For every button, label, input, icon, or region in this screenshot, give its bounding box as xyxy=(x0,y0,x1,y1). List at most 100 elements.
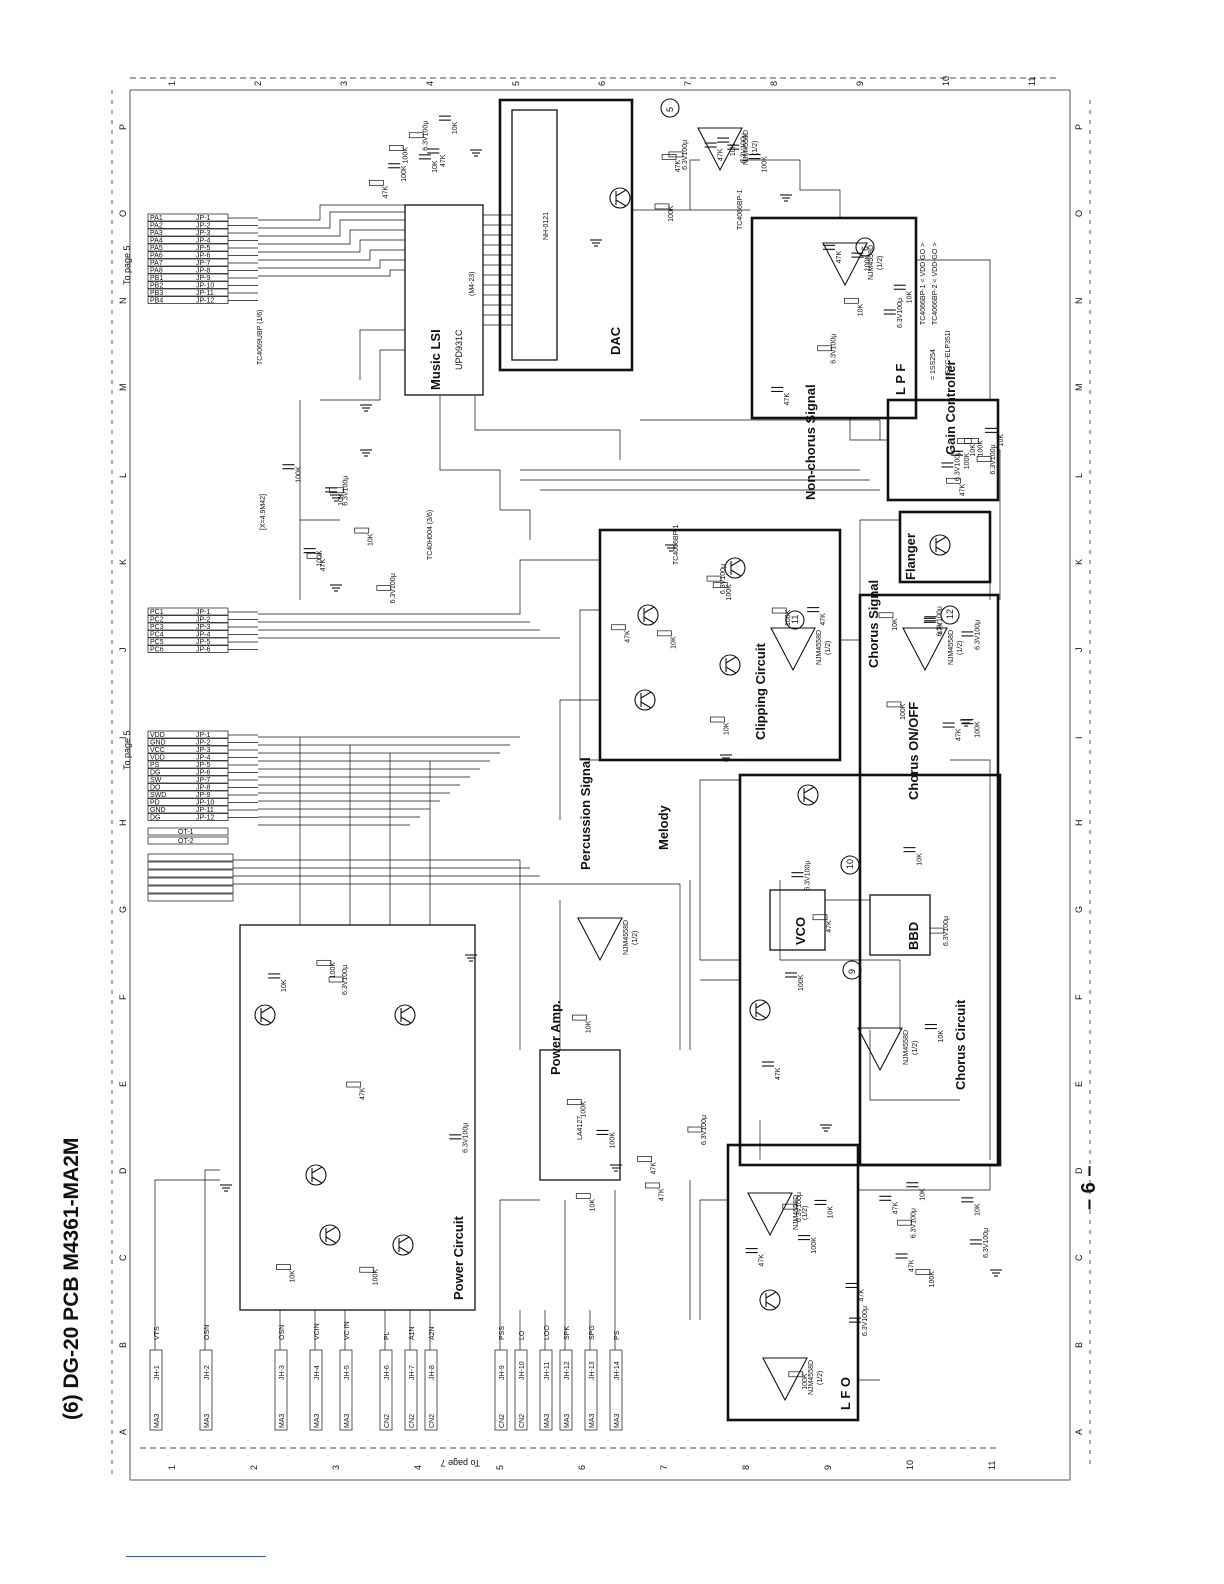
bottom-conn-side: MA3 xyxy=(564,1414,571,1429)
opamp-half: (1/2) xyxy=(877,256,884,270)
bbd-label: BBD xyxy=(906,922,921,950)
top-conn-pin-label: PA6 xyxy=(150,253,163,260)
grid-col-bottom-5: 5 xyxy=(495,1465,505,1470)
top-conn-pin-label: PB2 xyxy=(150,283,163,290)
wire xyxy=(474,395,621,460)
component-value: 47K xyxy=(658,1188,665,1201)
component-value: 47K xyxy=(959,483,966,496)
grid-row-E: E xyxy=(1074,1081,1084,1087)
resistor-symbol xyxy=(812,914,828,921)
chorus-signal-block xyxy=(858,593,1000,1167)
low-conn-pin xyxy=(147,805,229,814)
top-conn-pin xyxy=(147,213,229,222)
component-value: 47K xyxy=(820,613,827,626)
wire xyxy=(439,395,501,510)
component-value: 100K xyxy=(762,156,769,173)
grid-col-bottom-9: 9 xyxy=(823,1465,833,1470)
mid-conn-pin xyxy=(147,630,229,638)
low-conn-pin-name: JP-5 xyxy=(196,762,211,769)
top-conn-pin-name: JP-12 xyxy=(196,298,214,305)
grid-row-C: C xyxy=(1074,1254,1084,1261)
wire xyxy=(849,418,888,441)
component-value: 10K xyxy=(917,853,924,866)
component-value: 10K xyxy=(938,1030,945,1043)
opamp-part: NJM4558D xyxy=(903,1030,910,1065)
opamp-symbol xyxy=(822,242,868,287)
resistor-symbol xyxy=(306,552,322,559)
bottom-conn-name: JH-10 xyxy=(519,1361,526,1380)
fb-note: = EXC-ELP351I xyxy=(945,330,952,380)
wire xyxy=(689,159,700,210)
bottom-conn-side: MA3 xyxy=(589,1414,596,1429)
power-circuit-block xyxy=(239,924,476,1311)
component-value: 100K xyxy=(811,1237,818,1254)
grid-row-A: A xyxy=(1074,1429,1084,1435)
transistor-symbol xyxy=(637,604,659,626)
component-value: 100K xyxy=(330,962,337,979)
bottom-conn-pin xyxy=(309,1349,323,1431)
component-value: 47K xyxy=(784,393,791,406)
resistor-symbol xyxy=(946,477,961,484)
component-value: 100K xyxy=(964,453,971,470)
testpoint-number: 12 xyxy=(945,609,955,619)
grid-row-left-P: P xyxy=(118,124,128,130)
bottom-conn-side: CN2 xyxy=(384,1414,391,1428)
speaker-conn-pin xyxy=(147,893,234,902)
component-value: 100K xyxy=(401,165,408,182)
component-value: 10K xyxy=(670,636,677,649)
wire xyxy=(699,779,740,961)
aux-conn-label: OT-1 xyxy=(178,829,194,836)
grid-col-10: 10 xyxy=(941,76,951,86)
xtal-note: [X=4.9M42] xyxy=(260,494,267,530)
wiring xyxy=(154,159,1001,1381)
resistor-symbol xyxy=(316,959,332,966)
music-lsi: Music LSI UPD931C (M4-23) xyxy=(404,204,484,396)
bottom-conn-pin xyxy=(494,1349,508,1431)
opamp-part: NJM4558D xyxy=(868,245,875,280)
low-conn-pin-label: PS xyxy=(150,762,160,769)
low-conn-pin xyxy=(147,790,229,799)
top-conn-pin-label: PB1 xyxy=(150,275,163,282)
component-value: 10K xyxy=(452,121,459,134)
bottom-conn-side: MA3 xyxy=(614,1414,621,1429)
component-value: 100K xyxy=(580,1101,587,1118)
speaker-conn-pin xyxy=(147,861,234,870)
chorus-circuit-label: Chorus Circuit xyxy=(953,999,968,1090)
grid-row-O: O xyxy=(1074,210,1084,217)
page-title: (6) DG-20 PCB M4361-MA2M xyxy=(60,1137,83,1420)
bottom-conn-pin xyxy=(539,1349,553,1431)
wire xyxy=(258,204,405,221)
to-page-label-upper: To page 5 xyxy=(122,245,132,285)
lsi-ref: (M4-23) xyxy=(469,271,476,296)
resistor-symbol xyxy=(706,575,722,582)
grid-col-3: 3 xyxy=(339,81,349,86)
grid-row-left-D: D xyxy=(118,1167,128,1174)
component-value: 6.3V100μ xyxy=(682,140,689,170)
top-conn-pin xyxy=(147,251,229,259)
component-value: 100K xyxy=(295,466,302,483)
grid-col-bottom-2: 2 xyxy=(249,1465,259,1470)
wire xyxy=(699,1199,728,1320)
top-conn-pin-name: JP-1 xyxy=(196,215,211,222)
low-conn-pin-label: PD xyxy=(150,800,160,807)
grid-col-bottom-3: 3 xyxy=(331,1465,341,1470)
bottom-conn-name: JH-14 xyxy=(614,1361,621,1380)
mid-conn-pin xyxy=(147,615,229,623)
bottom-conn-pin xyxy=(404,1349,418,1431)
grid-col-6: 6 xyxy=(597,81,607,86)
transistor-symbol xyxy=(719,654,741,676)
bottom-conn-pin xyxy=(379,1349,393,1431)
top-conn-pin-name: JP-4 xyxy=(196,238,211,245)
grid-row-left-O: O xyxy=(118,210,128,217)
opamp-part: NJM4558D xyxy=(816,630,823,665)
wire xyxy=(950,759,991,1160)
resistor-symbol xyxy=(929,927,945,934)
component-value: 6.3V100μ xyxy=(990,444,997,474)
to-page-label-lower: To page 5 xyxy=(122,730,132,770)
grid-col-11: 11 xyxy=(1027,77,1037,86)
grid-row-left-B: B xyxy=(118,1342,128,1348)
wire xyxy=(233,859,521,1050)
low-conn-pin xyxy=(147,738,229,746)
opamp-half: (1/2) xyxy=(817,1371,824,1385)
resistor-symbol xyxy=(637,1156,652,1162)
